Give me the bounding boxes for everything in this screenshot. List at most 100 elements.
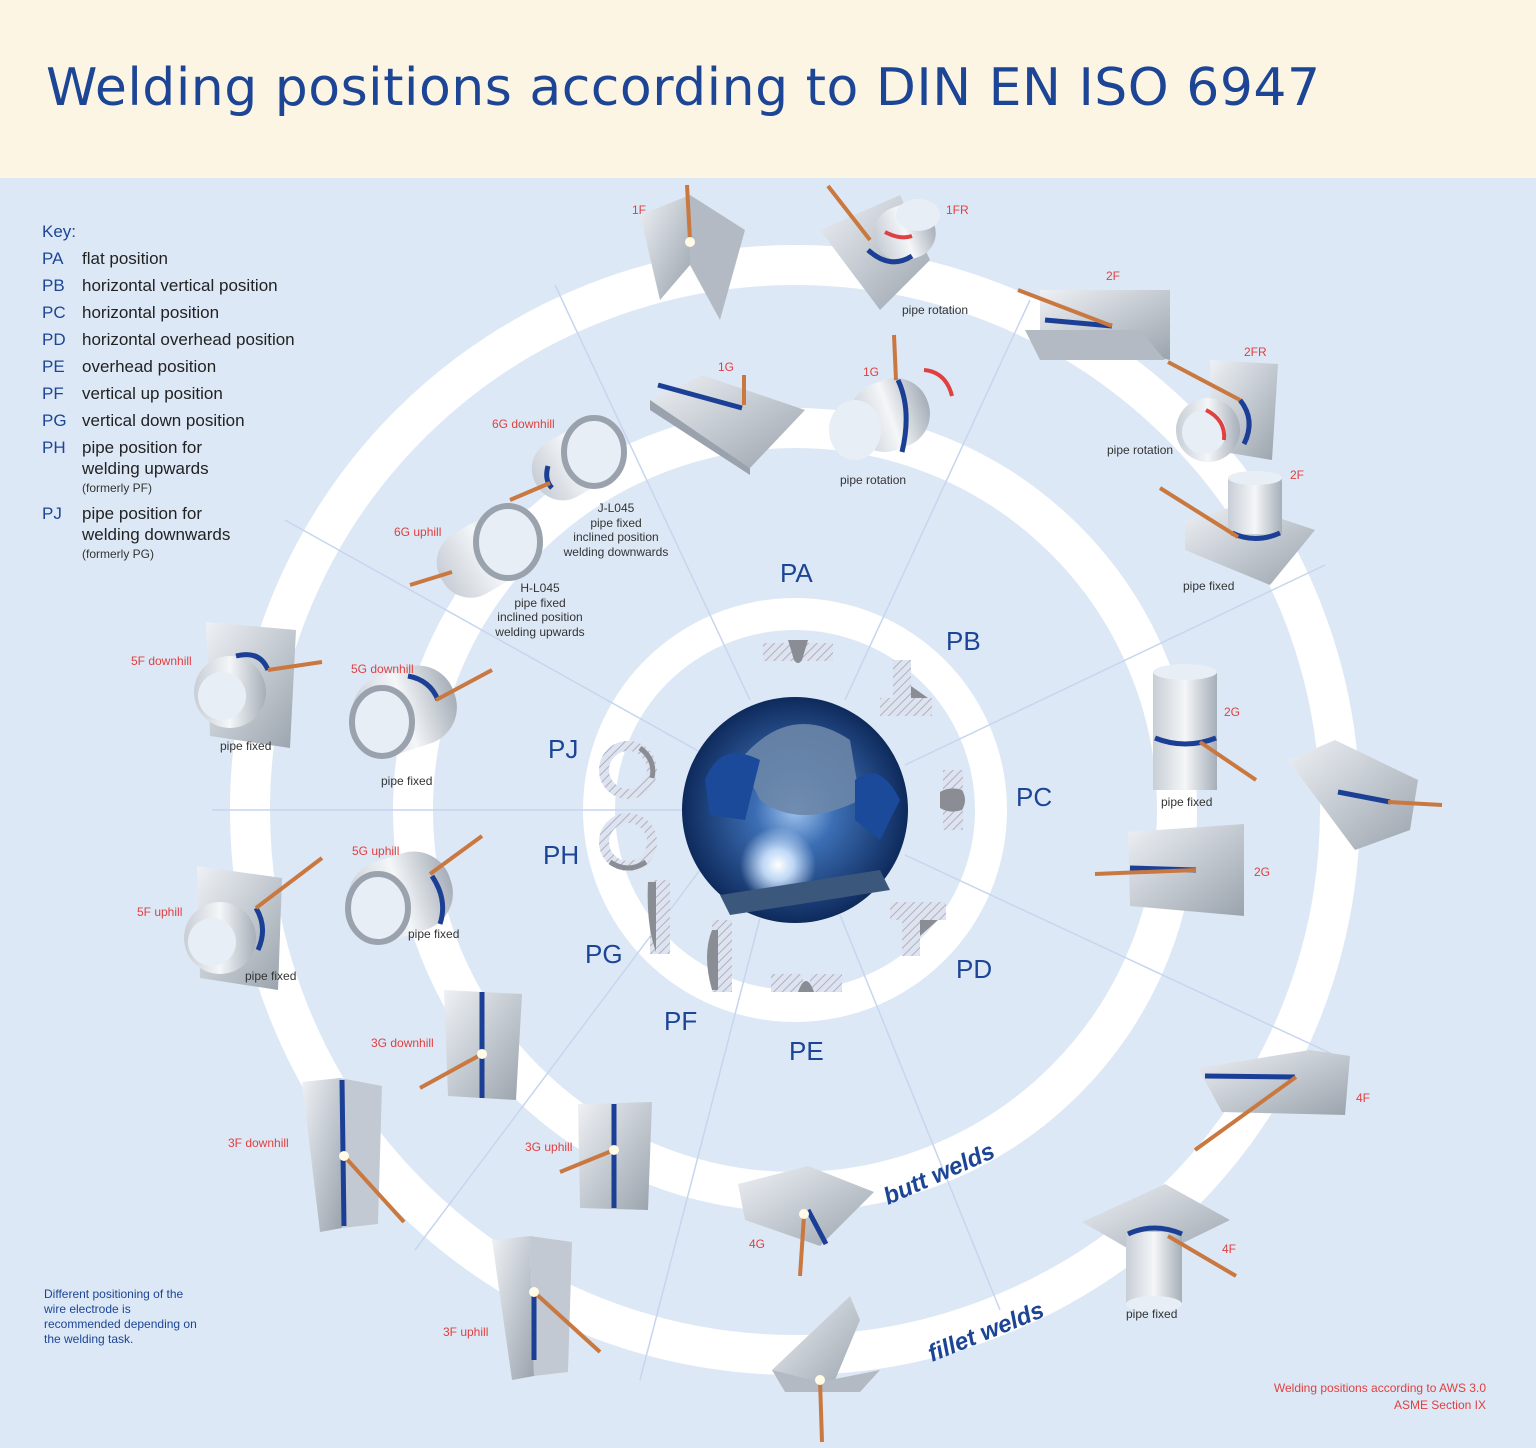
key-code: PE: [42, 357, 65, 376]
electrode: [435, 668, 493, 702]
weld-bead: [1337, 789, 1391, 805]
pipe-opening: [1182, 410, 1226, 454]
weld-bead: [920, 920, 938, 936]
specimen-3f-downhill: 3F downhill: [228, 1078, 406, 1232]
plate: [810, 974, 842, 992]
electrode: [1198, 740, 1258, 782]
position-labels: PA PB PC PD PE PF PG PH PJ: [543, 558, 1052, 1066]
electrode: [826, 184, 872, 242]
specimen-1f: 1F: [632, 184, 745, 320]
electrode: [509, 481, 551, 502]
caption: pipe fixed: [514, 596, 565, 610]
aws-label: 3F downhill: [228, 1136, 289, 1150]
specimen-5f-uphill: 5F uphill pipe fixed: [137, 856, 324, 990]
specimen-4f-fillet: [772, 1296, 880, 1443]
specimen-3g-downhill: 3G downhill: [371, 990, 522, 1100]
sector-line: [904, 564, 1326, 766]
aws-label: 4F: [1356, 1091, 1370, 1105]
caption: pipe rotation: [902, 303, 968, 317]
position-symbols: [599, 640, 965, 992]
aws-label: 5F uphill: [137, 905, 182, 919]
arc: [477, 1049, 487, 1059]
specimen-3f-uphill: 3F uphill: [443, 1236, 602, 1380]
plate: [1198, 1050, 1350, 1115]
weld-bead: [788, 640, 808, 663]
electrode: [1387, 800, 1443, 807]
electrode: [254, 856, 324, 910]
arc: [609, 1145, 619, 1155]
electrode-footnote: Different positioning of the wire electr…: [44, 1287, 197, 1346]
key-desc: overhead position: [82, 357, 217, 376]
plate: [772, 1296, 860, 1392]
pc-symbol: [940, 770, 965, 830]
caption: inclined position: [573, 530, 658, 544]
electrode: [1167, 360, 1241, 402]
weld-bead: [866, 248, 914, 265]
aws-label: 1FR: [946, 203, 969, 217]
key-desc: horizontal vertical position: [82, 276, 278, 295]
sector-line: [284, 519, 701, 753]
pf-symbol: [707, 920, 732, 992]
weld-bead: [235, 652, 271, 672]
pipe-opening: [1153, 664, 1217, 680]
weld-bead: [407, 673, 441, 702]
plate: [690, 195, 745, 320]
plate: [650, 375, 805, 468]
plate: [738, 1166, 874, 1246]
plate: [902, 920, 920, 956]
key-desc: horizontal overhead position: [82, 330, 295, 349]
electrode: [428, 834, 484, 876]
aws-label: 5F downhill: [131, 654, 192, 668]
plate: [1082, 1184, 1230, 1260]
weld-bead: [638, 746, 656, 779]
specimen-4g: 4G: [738, 1166, 874, 1277]
plate: [492, 1236, 534, 1380]
plate: [943, 806, 963, 830]
specimen-1fr: 1FR pipe rotation: [820, 184, 969, 317]
pg-symbol: [647, 880, 670, 954]
aws-label: 2F: [1106, 269, 1120, 283]
weld-bead: [657, 382, 743, 411]
aws-label: 3G uphill: [525, 1140, 572, 1154]
electrode: [1193, 1075, 1298, 1152]
welding-helmet: [740, 724, 860, 815]
workbench: [720, 870, 890, 915]
electrode: [559, 1148, 615, 1174]
specimen-fillet-horizontal: [1288, 740, 1443, 850]
arc: [815, 1375, 825, 1385]
aws-label: 6G downhill: [492, 417, 555, 431]
aws-label: 4G: [749, 1237, 765, 1251]
weld-bead: [805, 1208, 829, 1246]
aws-note-line: ASME Section IX: [1393, 1398, 1486, 1412]
caption: pipe rotation: [1107, 443, 1173, 457]
key-code: PC: [42, 303, 66, 322]
pos-label-pc: PC: [1016, 782, 1052, 812]
caption: J-L045: [598, 501, 635, 515]
rotation-arrow-icon: [884, 230, 913, 240]
pj-symbol: [599, 741, 657, 799]
key-desc: pipe position for welding upwards: [82, 438, 209, 478]
aws-label: 5G uphill: [352, 844, 399, 858]
pos-label-pe: PE: [789, 1036, 824, 1066]
electrode: [1094, 868, 1197, 876]
weld-bead: [544, 465, 554, 490]
specimen-2g-pipe: 2G pipe fixed: [1153, 664, 1258, 809]
electrode: [342, 1154, 406, 1224]
key-desc: pipe position for welding downwards: [82, 504, 231, 544]
specimen-5f-downhill: 5F downhill pipe fixed: [131, 622, 323, 753]
pos-label-pf: PF: [664, 1006, 697, 1036]
specimen-2f-pipe: 2F pipe fixed: [1158, 468, 1315, 593]
electrode: [892, 334, 898, 381]
aws-label: 4F: [1222, 1242, 1236, 1256]
caption: pipe fixed: [1183, 579, 1234, 593]
arc: [685, 237, 695, 247]
weld-bead: [1237, 398, 1252, 446]
caption: pipe fixed: [245, 969, 296, 983]
aws-label: 6G uphill: [394, 525, 441, 539]
